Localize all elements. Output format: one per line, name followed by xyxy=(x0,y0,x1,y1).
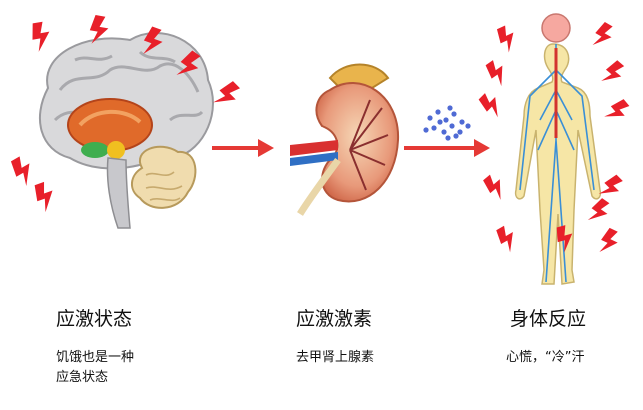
stage-title-stress-state: 应激状态 xyxy=(56,308,133,330)
hormone-dot xyxy=(449,123,455,129)
stage-desc-stress-state-line2: 应急状态 xyxy=(56,370,109,385)
lightning-bolt-icon xyxy=(29,20,53,53)
hormone-dot xyxy=(431,125,437,131)
hormone-molecules-icon xyxy=(423,105,471,141)
lightning-bolt-icon xyxy=(601,97,633,127)
lightning-bolt-icon xyxy=(596,226,622,258)
stage-desc-body-reaction: 心慌，“冷”汗 xyxy=(506,350,585,365)
kidney-adrenal-icon xyxy=(290,63,400,216)
lightning-bolt-icon xyxy=(31,180,59,214)
hormone-dot xyxy=(437,119,443,125)
lightning-bolt-icon xyxy=(210,79,244,113)
hormone-dot xyxy=(443,117,449,123)
lightning-bolt-icon xyxy=(493,223,521,255)
lightning-bolt-icon xyxy=(483,57,512,89)
lightning-bolt-icon xyxy=(494,23,521,55)
lightning-bolt-icon xyxy=(8,153,39,188)
hormone-dot xyxy=(423,127,429,133)
lightning-bolt-icon xyxy=(476,89,507,120)
brain-icon xyxy=(39,32,214,229)
hormone-dot xyxy=(457,129,463,135)
hormone-dot xyxy=(435,109,441,115)
lightning-bolt-icon xyxy=(589,20,617,52)
lightning-bolt-icon xyxy=(481,171,511,203)
stage-desc-stress-hormone: 去甲肾上腺素 xyxy=(296,350,375,365)
hormone-dot xyxy=(447,105,453,111)
human-nervous-system-icon xyxy=(514,13,602,285)
hormone-dot xyxy=(459,119,465,125)
lightning-bolt-icon xyxy=(598,58,628,89)
arrow-right-icon xyxy=(212,139,490,157)
hormone-dot xyxy=(453,133,459,139)
stage-desc-stress-state-line1: 饥饿也是一种 xyxy=(56,350,135,365)
stage-title-stress-hormone: 应激激素 xyxy=(296,308,373,330)
hormone-dot xyxy=(451,111,457,117)
hormone-dot xyxy=(441,129,447,135)
hormone-dot xyxy=(427,115,433,121)
lightning-bolt-icon xyxy=(596,172,627,203)
lightning-bolt-icon xyxy=(584,196,614,228)
hormone-dot xyxy=(465,123,471,129)
hormone-dot xyxy=(445,135,451,141)
stage-title-body-reaction: 身体反应 xyxy=(510,308,587,330)
